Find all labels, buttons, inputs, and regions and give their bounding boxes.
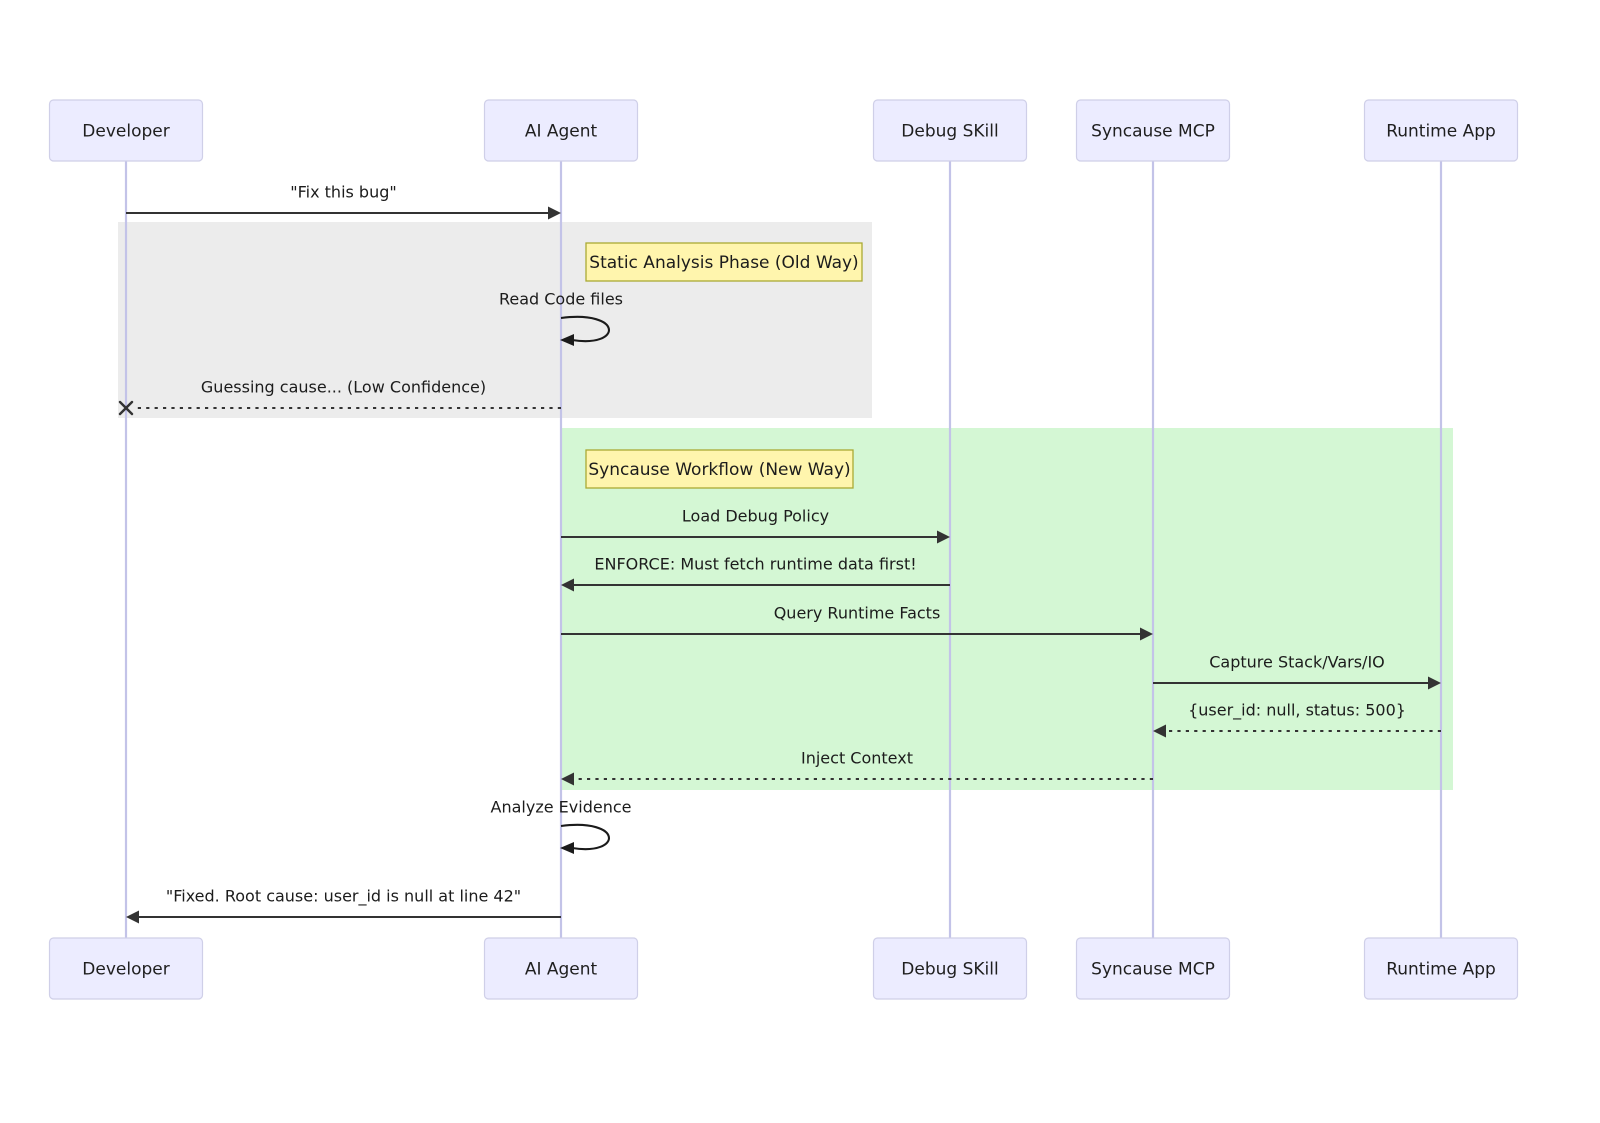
msg-capture-stack: Capture Stack/Vars/IO <box>1153 653 1441 690</box>
msg-inject-context: Inject Context <box>561 749 1153 786</box>
msg-query-runtime-facts: Query Runtime Facts <box>561 604 1153 641</box>
msg-inject-context-label: Inject Context <box>801 749 913 768</box>
msg-enforce-arrowhead <box>561 578 574 592</box>
actor-ai_agent-bottom[interactable]: AI Agent <box>483 937 639 1000</box>
msg-analyze-evidence: Analyze Evidence <box>491 798 632 854</box>
note-syncause-workflow-label: Syncause Workflow (New Way) <box>588 460 850 480</box>
actor-syncause_mcp-top[interactable]: Syncause MCP <box>1075 99 1231 162</box>
actor-label-syncause_mcp-bottom: Syncause MCP <box>1091 960 1215 980</box>
actor-box-syncause_mcp-bottom[interactable] <box>1075 937 1231 1000</box>
self-loop-arrowhead <box>560 334 574 346</box>
self-loop-path <box>560 823 610 851</box>
actor-debug_skill-bottom[interactable]: Debug SKill <box>872 937 1028 1000</box>
actor-box-ai_agent-bottom[interactable] <box>483 937 639 1000</box>
msg-fix-this-bug: "Fix this bug" <box>126 183 561 220</box>
actor-box-runtime_app-bottom[interactable] <box>1363 937 1519 1000</box>
actor-box-debug_skill-top[interactable] <box>872 99 1028 162</box>
msg-runtime-payload: {user_id: null, status: 500} <box>1153 701 1441 738</box>
actor-box-developer-top[interactable] <box>48 99 204 162</box>
actor-box-syncause_mcp-top[interactable] <box>1075 99 1231 162</box>
actor-label-debug_skill-top: Debug SKill <box>901 122 998 142</box>
actor-label-developer-top: Developer <box>82 122 169 142</box>
actor-box-debug_skill-bottom[interactable] <box>872 937 1028 1000</box>
msg-query-runtime-facts-arrowhead <box>1140 627 1153 641</box>
msg-enforce-label: ENFORCE: Must fetch runtime data first! <box>594 555 916 574</box>
note-syncause-workflow: Syncause Workflow (New Way) <box>585 449 854 489</box>
msg-fixed-root-cause-label: "Fixed. Root cause: user_id is null at l… <box>166 887 521 907</box>
msg-load-debug-policy-arrowhead <box>937 530 950 544</box>
actor-developer-bottom[interactable]: Developer <box>48 937 204 1000</box>
msg-runtime-payload-arrowhead <box>1153 724 1166 738</box>
msg-capture-stack-arrowhead <box>1428 676 1441 690</box>
msg-fix-this-bug-arrowhead <box>548 206 561 220</box>
actor-label-syncause_mcp-top: Syncause MCP <box>1091 122 1215 142</box>
msg-guessing-cause-label: Guessing cause... (Low Confidence) <box>201 378 486 397</box>
msg-guessing-cause-cross-2 <box>118 400 134 416</box>
actor-developer-top[interactable]: Developer <box>48 99 204 162</box>
note-syncause-workflow-box <box>585 449 854 489</box>
actor-label-ai_agent-top: AI Agent <box>525 122 598 142</box>
actor-runtime_app-bottom[interactable]: Runtime App <box>1363 937 1519 1000</box>
actor-box-ai_agent-top[interactable] <box>483 99 639 162</box>
msg-read-code-files: Read Code files <box>499 290 623 346</box>
msg-load-debug-policy-label: Load Debug Policy <box>682 507 829 526</box>
actor-syncause_mcp-bottom[interactable]: Syncause MCP <box>1075 937 1231 1000</box>
actor-box-runtime_app-top[interactable] <box>1363 99 1519 162</box>
actor-debug_skill-top[interactable]: Debug SKill <box>872 99 1028 162</box>
actor-box-developer-bottom[interactable] <box>48 937 204 1000</box>
msg-fixed-root-cause-arrowhead <box>126 910 139 924</box>
lifelines <box>124 161 1443 938</box>
actor-label-runtime_app-bottom: Runtime App <box>1386 960 1496 980</box>
notes: Static Analysis Phase (Old Way) Syncause … <box>585 242 863 489</box>
msg-load-debug-policy: Load Debug Policy <box>561 507 950 544</box>
self-loop-arrowhead <box>560 842 574 854</box>
note-static-analysis-box <box>585 242 863 282</box>
note-static-analysis-label: Static Analysis Phase (Old Way) <box>589 253 858 273</box>
actor-label-ai_agent-bottom: AI Agent <box>525 960 598 980</box>
self-loop-path <box>560 315 610 343</box>
msg-inject-context-arrowhead <box>561 772 574 786</box>
msg-enforce: ENFORCE: Must fetch runtime data first! <box>561 555 950 592</box>
msg-guessing-cause: Guessing cause... (Low Confidence) <box>118 378 561 416</box>
actor-label-developer-bottom: Developer <box>82 960 169 980</box>
actor-label-debug_skill-bottom: Debug SKill <box>901 960 998 980</box>
msg-query-runtime-facts-label: Query Runtime Facts <box>774 604 941 623</box>
actor-label-runtime_app-top: Runtime App <box>1386 122 1496 142</box>
msg-analyze-evidence-label: Analyze Evidence <box>491 798 632 817</box>
note-static-analysis: Static Analysis Phase (Old Way) <box>585 242 863 282</box>
msg-fix-this-bug-label: "Fix this bug" <box>290 183 397 202</box>
msg-fixed-root-cause: "Fixed. Root cause: user_id is null at l… <box>126 887 561 924</box>
msg-capture-stack-label: Capture Stack/Vars/IO <box>1209 653 1385 672</box>
msg-read-code-files-label: Read Code files <box>499 290 623 309</box>
msg-runtime-payload-label: {user_id: null, status: 500} <box>1188 701 1406 721</box>
actor-runtime_app-top[interactable]: Runtime App <box>1363 99 1519 162</box>
actor-ai_agent-top[interactable]: AI Agent <box>483 99 639 162</box>
